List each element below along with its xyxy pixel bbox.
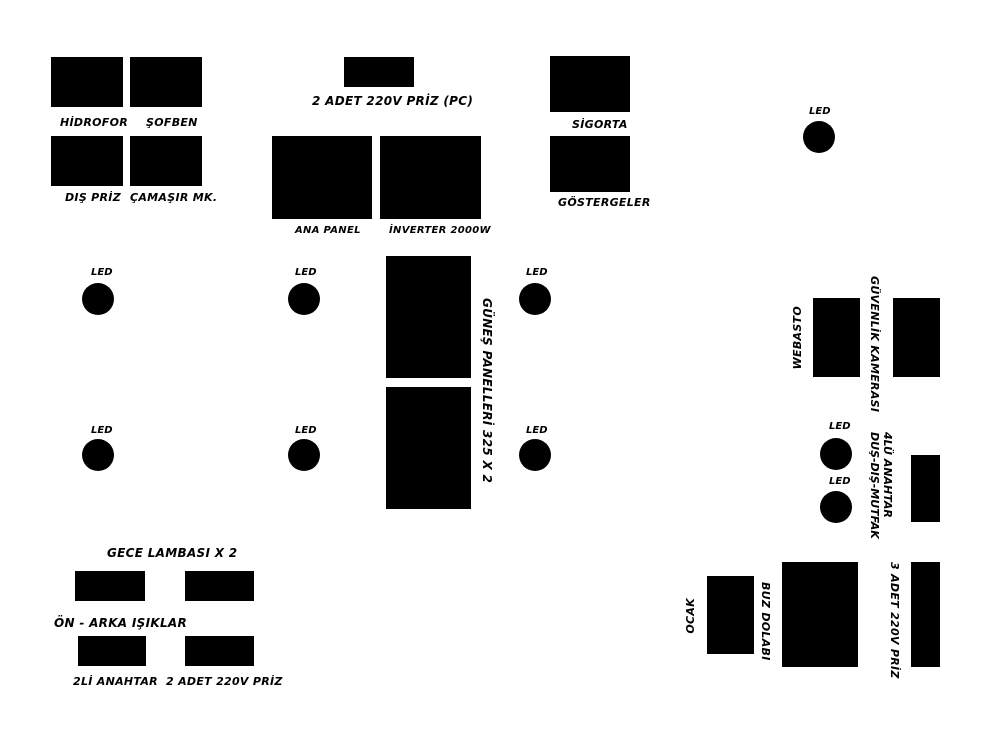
webasto-block [813, 298, 860, 377]
led-label: LED [526, 425, 548, 436]
led-label: LED [295, 425, 317, 436]
gece-lambasi-label: GECE LAMBASI X 2 [107, 546, 238, 560]
dis-priz-block [51, 136, 123, 186]
priz2-label: 2 ADET 220V PRİZ [166, 675, 283, 688]
anahtar-4lu-block [911, 455, 940, 522]
led-label: LED [295, 267, 317, 278]
led-label: LED [829, 476, 851, 487]
led-light [803, 121, 835, 153]
sigorta-block [550, 56, 630, 112]
ocak-label: OCAK [684, 598, 697, 634]
sigorta-label: SİGORTA [572, 118, 628, 131]
anahtar-4lu-line1: 4LÜ ANAHTAR [881, 432, 894, 518]
gostergeler-block [550, 136, 630, 192]
anahtar-4lu-line2: DUŞ-DIŞ-MUTFAK [868, 432, 881, 539]
solar-panel-1 [386, 256, 471, 378]
led-label: LED [91, 425, 113, 436]
priz-pc-block [344, 57, 414, 87]
anahtar-4lu-label: 4LÜ ANAHTAR DUŞ-DIŞ-MUTFAK [868, 432, 894, 539]
camasir-label: ÇAMAŞIR MK. [130, 191, 218, 204]
camasir-block [130, 136, 202, 186]
hidrofor-label: HİDROFOR [60, 116, 128, 129]
on-arka-label: ÖN - ARKA IŞIKLAR [54, 616, 188, 630]
solar-label: GÜNEŞ PANELLERİ 325 X 2 [480, 298, 494, 484]
led-label: LED [526, 267, 548, 278]
gece-lambasi-block-1 [75, 571, 145, 601]
inverter-block [380, 136, 481, 219]
led-light [82, 439, 114, 471]
priz3-block [911, 562, 940, 667]
led-light [820, 491, 852, 523]
gostergeler-label: GÖSTERGELER [558, 196, 651, 209]
ocak-block [707, 576, 754, 654]
ana-panel-block [272, 136, 372, 219]
led-label: LED [829, 421, 851, 432]
sofben-block [130, 57, 202, 107]
buz-dolabi-block [782, 562, 858, 667]
inverter-label: İNVERTER 2000W [389, 225, 491, 236]
priz3-label: 3 ADET 220V PRİZ [888, 562, 901, 679]
led-light [82, 283, 114, 315]
guvenlik-block [893, 298, 940, 377]
led-light [519, 439, 551, 471]
priz-pc-label: 2 ADET 220V PRİZ (PC) [312, 94, 474, 108]
anahtar2-label: 2Lİ ANAHTAR [73, 675, 158, 688]
led-light [820, 438, 852, 470]
buz-dolabi-label: BUZ DOLABI [759, 582, 772, 661]
dis-priz-label: DIŞ PRİZ [65, 191, 121, 204]
led-label: LED [809, 106, 831, 117]
ana-panel-label: ANA PANEL [295, 225, 361, 236]
sofben-label: ŞOFBEN [146, 116, 198, 129]
led-light [288, 283, 320, 315]
solar-panel-2 [386, 387, 471, 509]
guvenlik-label: GÜVENLİK KAMERASI [868, 276, 881, 413]
anahtar2-block [78, 636, 146, 666]
priz2-block [185, 636, 254, 666]
led-light [519, 283, 551, 315]
webasto-label: WEBASTO [791, 306, 804, 370]
led-light [288, 439, 320, 471]
hidrofor-block [51, 57, 123, 107]
led-label: LED [91, 267, 113, 278]
gece-lambasi-block-2 [185, 571, 254, 601]
